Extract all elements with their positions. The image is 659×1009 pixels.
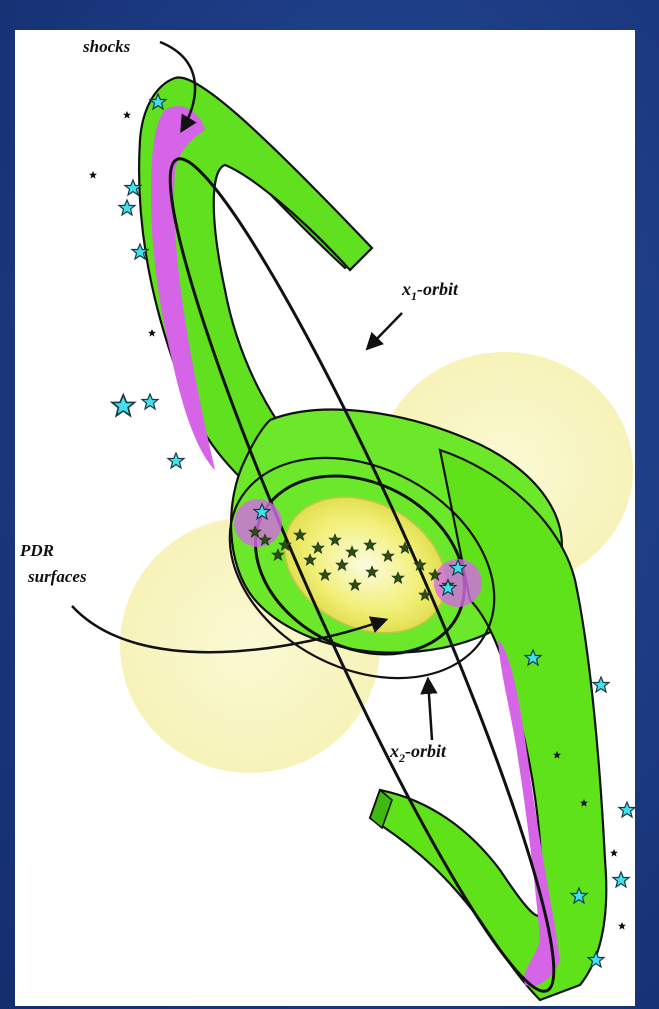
star-outer-5 — [118, 199, 136, 216]
shock-upper — [150, 106, 215, 470]
shock-lower — [498, 640, 560, 986]
x1-orbit-arrow — [365, 312, 403, 351]
x2-orbit-line-outer — [228, 456, 496, 680]
star-outer-12 — [592, 676, 610, 693]
star-outer-8 — [148, 329, 156, 337]
star-outer-18 — [612, 871, 630, 888]
x1-orbit-label: x1-orbit — [401, 279, 459, 303]
pdr-label-line2: surfaces — [27, 567, 87, 586]
shock-blob-left — [234, 499, 282, 547]
star-outer-3 — [89, 171, 97, 179]
star-outer-2 — [123, 111, 131, 119]
x2-orbit-arrow — [420, 676, 438, 741]
shock-blob-right — [434, 559, 482, 607]
star-outer-17 — [610, 849, 618, 857]
pdr-arrow — [71, 605, 389, 654]
star-outer-9 — [141, 393, 159, 410]
star-outer-16 — [618, 801, 636, 818]
lower-arm-edge — [369, 788, 393, 830]
star-outer-7 — [111, 393, 136, 417]
star-outer-20 — [618, 922, 626, 930]
lower-arm — [368, 448, 608, 1002]
x1-orbit-line — [168, 157, 556, 993]
pdr-label-line1: PDR — [19, 541, 54, 560]
star-outer-10 — [167, 452, 185, 469]
shocks-arrow — [159, 40, 197, 134]
shocks-label: shocks — [82, 37, 131, 56]
x2-orbit-label: x2-orbit — [389, 741, 447, 765]
